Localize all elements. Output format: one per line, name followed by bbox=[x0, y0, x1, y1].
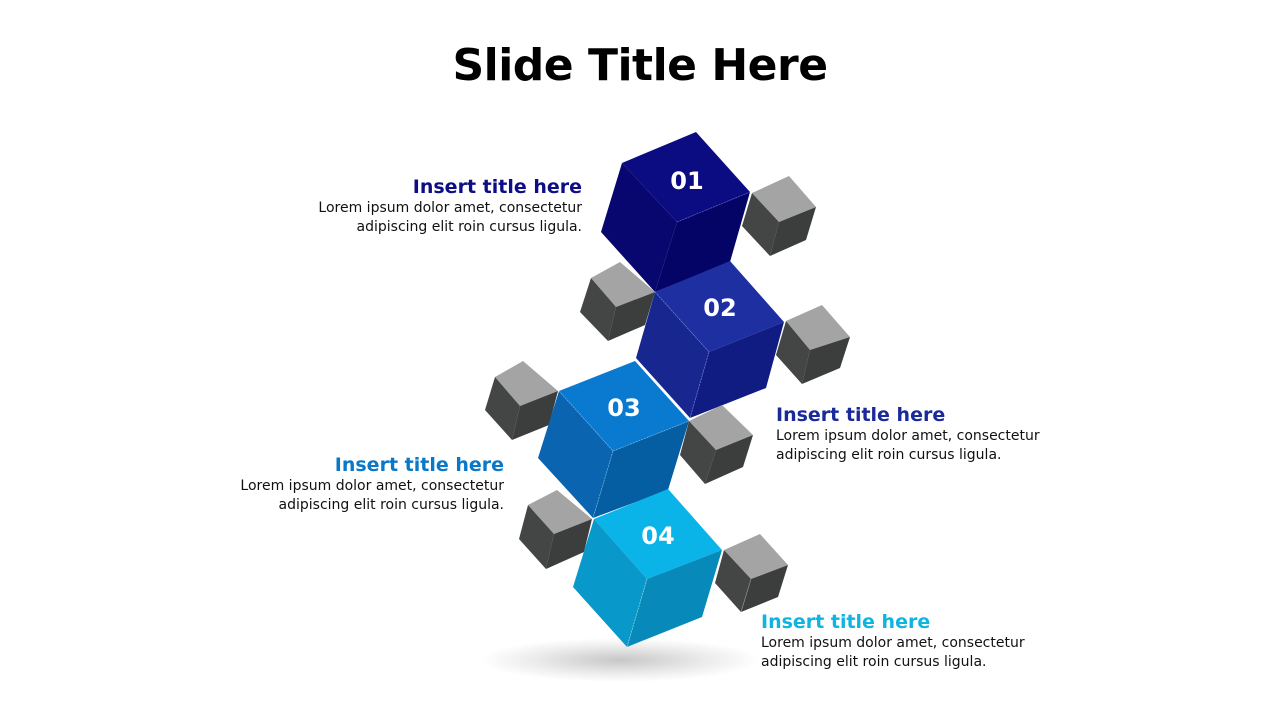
step-02-title: Insert title here bbox=[776, 404, 946, 426]
gray-cube-right-02 bbox=[776, 305, 850, 384]
gray-cube-right-04 bbox=[715, 534, 788, 613]
step-01-title: Insert title here bbox=[412, 176, 582, 198]
gray-cube-right-03 bbox=[680, 405, 753, 484]
step-02-desc-line1: Lorem ipsum dolor amet, consectetur bbox=[776, 428, 1040, 444]
cube-02 bbox=[636, 261, 784, 419]
cube-01-number: 01 bbox=[670, 167, 703, 195]
slide-title: Slide Title Here bbox=[452, 40, 828, 91]
cube-03 bbox=[538, 361, 690, 519]
step-04-text: Insert title here Lorem ipsum dolor amet… bbox=[761, 610, 1061, 672]
step-02-text: Insert title here Lorem ipsum dolor amet… bbox=[776, 403, 1076, 465]
cube-04-number: 04 bbox=[641, 522, 674, 550]
cube-01 bbox=[601, 132, 751, 292]
cube-02-number: 02 bbox=[703, 294, 736, 322]
step-03-desc-line2: adipiscing elit roin cursus ligula. bbox=[278, 497, 504, 513]
step-04-desc-line2: adipiscing elit roin cursus ligula. bbox=[761, 654, 987, 670]
gray-cube-left-02 bbox=[580, 262, 655, 341]
cube-04 bbox=[573, 489, 722, 648]
floor-shadow bbox=[480, 638, 760, 682]
step-01-text: Insert title here Lorem ipsum dolor amet… bbox=[282, 175, 582, 237]
step-03-desc-line1: Lorem ipsum dolor amet, consectetur bbox=[240, 478, 504, 494]
cube-03-number: 03 bbox=[607, 394, 640, 422]
gray-cube-left-04 bbox=[519, 490, 592, 569]
step-01-desc-line2: adipiscing elit roin cursus ligula. bbox=[356, 219, 582, 235]
step-03-text: Insert title here Lorem ipsum dolor amet… bbox=[204, 453, 504, 515]
step-04-desc-line1: Lorem ipsum dolor amet, consectetur bbox=[761, 635, 1025, 651]
gray-cube-right-01 bbox=[742, 176, 816, 256]
step-03-title: Insert title here bbox=[334, 454, 504, 476]
step-04-title: Insert title here bbox=[761, 611, 931, 633]
step-01-desc-line1: Lorem ipsum dolor amet, consectetur bbox=[318, 200, 582, 216]
gray-cube-left-03 bbox=[485, 361, 558, 440]
step-02-desc-line2: adipiscing elit roin cursus ligula. bbox=[776, 447, 1002, 463]
